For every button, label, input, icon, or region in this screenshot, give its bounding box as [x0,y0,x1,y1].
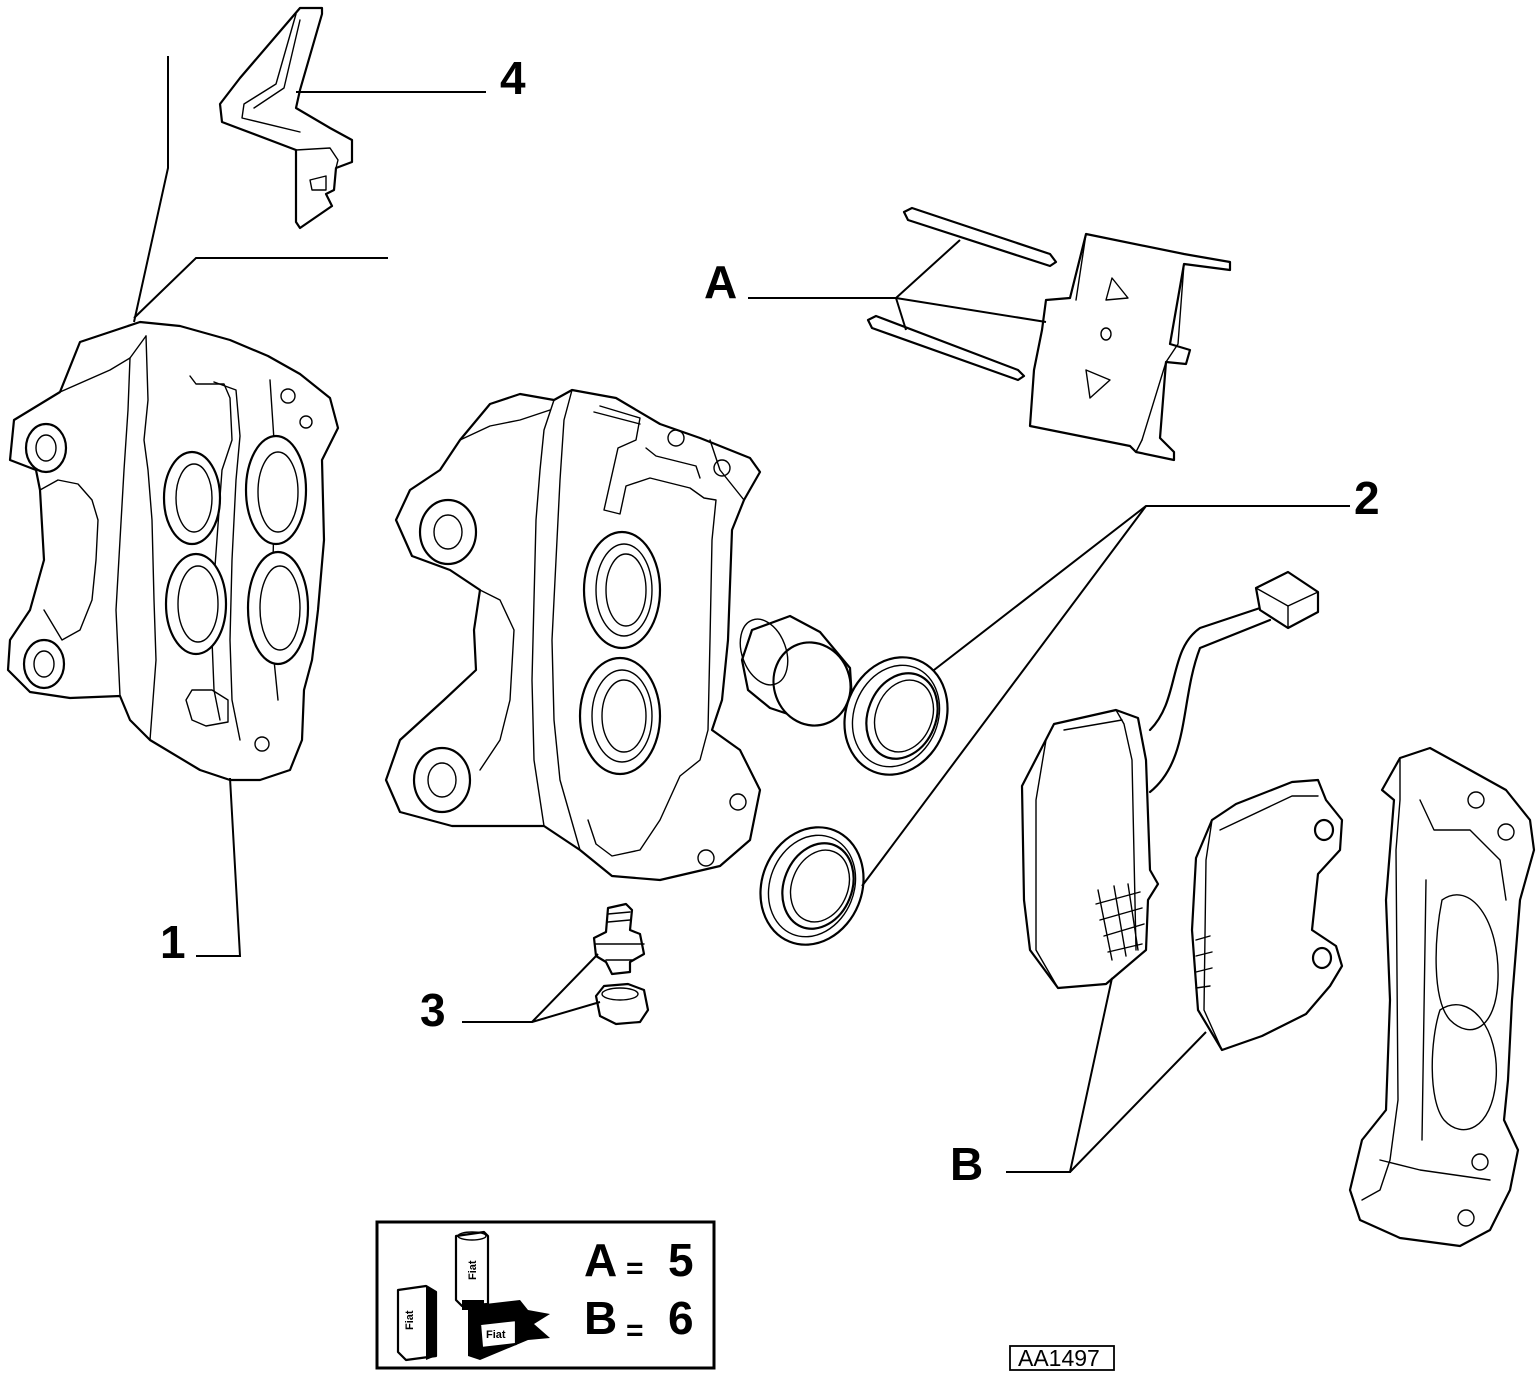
part-3-bleed-screw [592,902,646,976]
legend-kit-b-equals: = [626,1314,644,1347]
caliper-half-body [384,388,762,882]
kit-b-sensor-wire [1148,570,1320,794]
kit-legend-box: Fiat Fiat Fiat A = 5 B = 6 [375,1220,716,1370]
legend-kit-b-count: 6 [668,1292,694,1344]
drawing-code-box: AA1497 [1009,1345,1115,1371]
legend-kit-a-equals: = [626,1252,644,1285]
leader-lines [133,56,1350,1173]
legend-kit-a-count: 5 [668,1234,694,1286]
legend-kit-a-letter: A [584,1234,617,1286]
kit-b-pad-rear [1190,778,1344,1052]
parts-kit-package-icon: Fiat Fiat Fiat [396,1230,550,1362]
part-2-seal-lower [759,826,865,946]
drawing-code: AA1497 [1018,1345,1100,1371]
caliper-half-outer [1348,746,1536,1248]
package-label-box: Fiat [486,1329,506,1341]
part-4-spring-clip [218,6,354,230]
kit-b-pad-front [1020,708,1160,990]
piston [739,614,854,727]
package-label-left: Fiat [404,1310,416,1330]
callout-part-2: 2 [1354,472,1380,524]
callout-part-3: 3 [420,984,446,1036]
callout-kit-a: A [704,256,737,308]
callout-part-1: 1 [160,916,186,968]
kit-a-pins [866,206,1058,382]
callout-part-4: 4 [500,52,526,104]
kit-a-spring-plate [1028,232,1232,462]
legend-kit-b-letter: B [584,1292,617,1344]
part-2-seal-upper [843,656,949,776]
part-1-caliper-assembly [6,320,340,782]
callout-kit-b: B [950,1138,983,1190]
part-3-dust-cap [594,982,650,1026]
package-label-tube: Fiat [467,1260,479,1280]
